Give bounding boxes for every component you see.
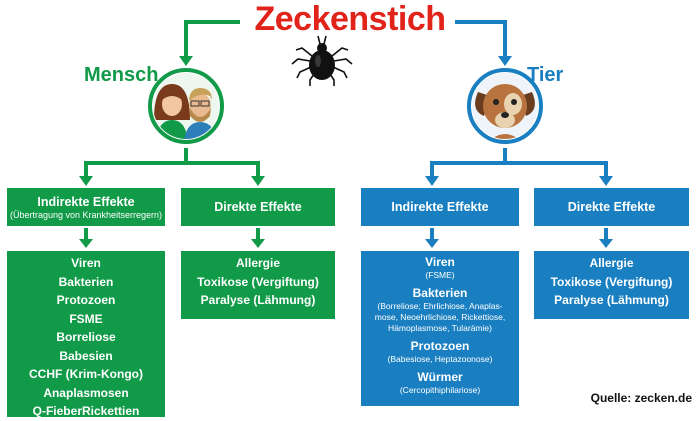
list-item: Protozoen (Babesiose, Heptazoonose)	[361, 339, 519, 365]
animal-label: Tier	[527, 64, 563, 87]
group-detail: (Borreliose; Ehrlichiose, Anaplas- mose,…	[361, 301, 519, 334]
list-item: Bakterien (Borreliose; Ehrlichiose, Anap…	[361, 286, 519, 334]
list-item: Allergie	[181, 254, 335, 273]
animal-indirect-list: Viren (FSME) Bakterien (Borreliose; Ehrl…	[361, 251, 519, 406]
page-title: Zeckenstich	[0, 0, 700, 39]
group-title: Würmer	[361, 370, 519, 385]
human-indirect-title: Indirekte Effekte	[37, 195, 134, 209]
arrow-down-icon	[425, 239, 439, 248]
animal-direct-list: Allergie Toxikose (Vergiftung) Paralyse …	[534, 251, 689, 319]
human-indirect-subtitle: (Übertragung von Krankheitserregern)	[10, 210, 162, 220]
human-direct-list: Allergie Toxikose (Vergiftung) Paralyse …	[181, 251, 335, 319]
group-detail: (Cercopithiphilariose)	[361, 385, 519, 396]
list-item: Paralyse (Lähmung)	[534, 291, 689, 310]
list-item: Allergie	[534, 254, 689, 273]
list-item: Viren	[7, 254, 165, 273]
list-item: Paralyse (Lähmung)	[181, 291, 335, 310]
list-item: Toxikose (Vergiftung)	[181, 273, 335, 292]
animal-direct-title: Direkte Effekte	[568, 200, 656, 214]
animal-direct-header: Direkte Effekte	[534, 188, 689, 226]
arrow-down-icon	[79, 176, 93, 186]
list-item: Bakterien	[7, 273, 165, 292]
source-credit: Quelle: zecken.de	[591, 391, 692, 405]
group-title: Bakterien	[361, 286, 519, 301]
human-direct-header: Direkte Effekte	[181, 188, 335, 226]
arrow-down-icon	[251, 176, 265, 186]
tick-icon	[292, 36, 352, 86]
arrow-down-icon	[79, 239, 93, 248]
arrow-down-icon	[425, 176, 439, 186]
list-item: Babesien	[7, 347, 165, 366]
arrow-down-icon	[179, 56, 193, 66]
arrow-down-icon	[498, 56, 512, 66]
list-item: Würmer (Cercopithiphilariose)	[361, 370, 519, 396]
group-detail: (FSME)	[361, 270, 519, 281]
list-item: Anaplasmosen	[7, 384, 165, 403]
group-title: Viren	[361, 255, 519, 270]
group-title: Protozoen	[361, 339, 519, 354]
list-item: Viren (FSME)	[361, 255, 519, 281]
group-detail: (Babesiose, Heptazoonose)	[361, 354, 519, 365]
list-item: Protozoen	[7, 291, 165, 310]
list-item: Borreliose	[7, 328, 165, 347]
human-direct-title: Direkte Effekte	[214, 200, 302, 214]
list-item: CCHF (Krim-Kongo)	[7, 365, 165, 384]
animal-indirect-header: Indirekte Effekte	[361, 188, 519, 226]
animal-indirect-title: Indirekte Effekte	[391, 200, 488, 214]
list-item: Toxikose (Vergiftung)	[534, 273, 689, 292]
human-label: Mensch	[84, 64, 158, 87]
human-indirect-header: Indirekte Effekte (Übertragung von Krank…	[7, 188, 165, 226]
arrow-down-icon	[599, 176, 613, 186]
arrow-down-icon	[599, 239, 613, 248]
human-couple-icon	[150, 70, 222, 142]
arrow-down-icon	[251, 239, 265, 248]
human-indirect-list: Viren Bakterien Protozoen FSME Borrelios…	[7, 251, 165, 417]
list-item: FSME	[7, 310, 165, 329]
